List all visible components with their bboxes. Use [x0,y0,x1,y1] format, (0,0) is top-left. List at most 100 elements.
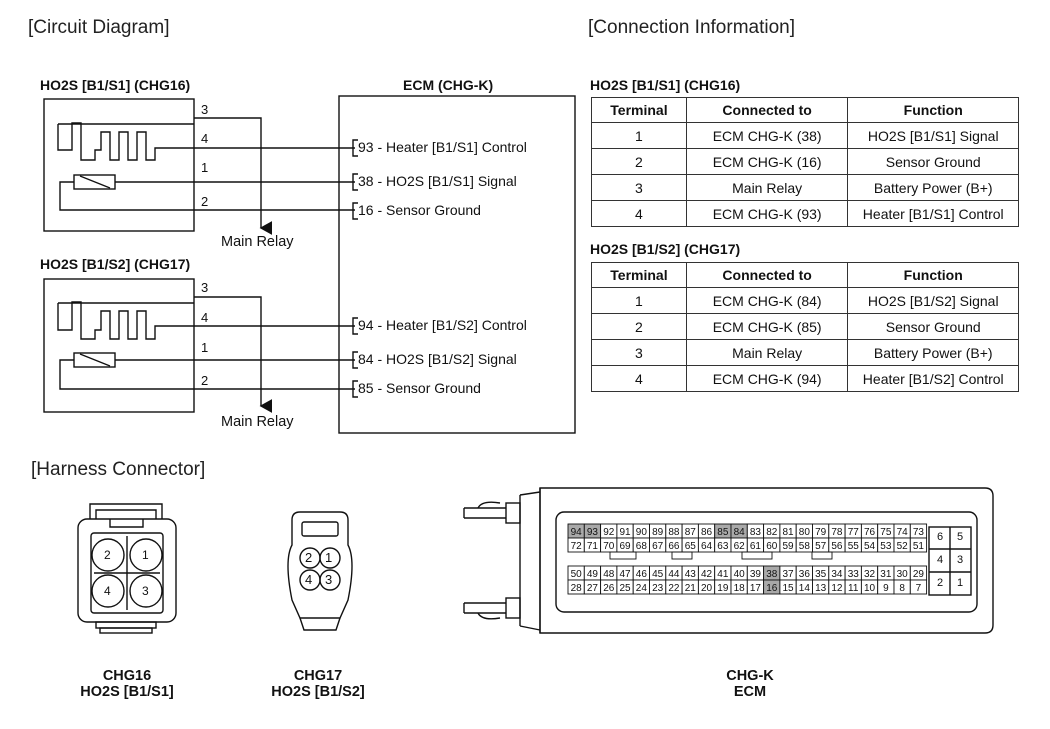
s2-pin-4: 4 [201,310,209,325]
connected-to-cell: ECM CHG-K (85) [685,313,849,340]
chgk-pin-label: 16 [766,583,778,594]
chgk-pin-label: 75 [880,527,892,538]
chgk-pin-label: 86 [701,527,713,538]
chgk-pin-label: 11 [848,583,859,594]
ecm-pin-84: 84 - HO2S [B1/S2] Signal [358,351,517,367]
chgk-pin-label: 40 [734,569,746,580]
chgk-pin-label: 44 [668,569,680,580]
table-header-row: Terminal Connected to Function [591,97,1019,123]
chgk-pin-label: 84 [734,527,746,538]
chgk-pin-label: 61 [750,541,762,552]
chg16-pin-1: 1 [142,548,149,562]
ecm-pin-85: 85 - Sensor Ground [358,380,481,396]
chgk-pin-label: 73 [913,527,925,538]
chg17-pin-1: 1 [325,550,333,565]
chgk-pin-label: 34 [831,569,843,580]
chgk-pin-cell [909,579,928,595]
chgk-pin-label: 65 [685,541,697,552]
chgk-pin-label: 38 [766,569,778,580]
chgk-pin-label: 41 [717,569,729,580]
main-relay-label-2: Main Relay [221,414,294,430]
ecm-title: ECM (CHG-K) [403,77,494,93]
chgk-pin-1: 1 [957,577,964,589]
chgk-pin-label: 94 [571,527,583,538]
chgk-connector [463,487,994,634]
sensor1-box [43,98,195,232]
chgk-pin-label: 81 [782,527,794,538]
chgk-pin-label: 14 [799,583,811,594]
sensor2-box [43,278,195,413]
chgk-pin-label: 76 [864,527,876,538]
s2-pin-1: 1 [201,340,209,355]
chgk-pin-label: 80 [799,527,811,538]
s1-pin-2: 2 [201,194,209,209]
header-terminal: Terminal [591,262,687,288]
chgk-pin-label: 23 [652,583,664,594]
chgk-pin-label: 12 [831,583,843,594]
connection-information-title: [Connection Information] [588,17,796,38]
chgk-pin-label: 52 [897,541,909,552]
function-cell: Sensor Ground [847,313,1019,340]
chgk-pin-label: 8 [899,583,905,594]
chgk-pin-label: 30 [897,569,909,580]
chgk-pin-label: 66 [668,541,680,552]
chg17-pin-2: 2 [305,550,313,565]
chgk-pin-label: 56 [831,541,843,552]
chgk-pin-label: 27 [587,583,599,594]
connected-to-cell: ECM CHG-K (94) [685,365,849,392]
chgk-pin-label: 71 [587,541,599,552]
chgk-pin-label: 72 [571,541,583,552]
chgk-pin-label: 51 [913,541,925,552]
chgk-pin-label: 13 [815,583,827,594]
chgk-pin-5: 5 [957,531,964,543]
chgk-pin-3: 3 [957,554,964,566]
chg16-pin-2: 2 [104,548,111,562]
connected-to-cell: ECM CHG-K (16) [685,148,849,175]
ecm-pin-38: 38 - HO2S [B1/S1] Signal [358,173,517,189]
s1-pin-1: 1 [201,160,209,175]
chgk-pin-label: 63 [717,541,729,552]
s1-pin-3: 3 [201,102,209,117]
chgk-pin-label: 45 [652,569,664,580]
sensor1-title: HO2S [B1/S1] (CHG16) [40,77,191,93]
chgk-pin-label: 32 [864,569,876,580]
chgk-pin-4: 4 [937,554,944,566]
terminal-cell: 1 [591,287,687,314]
chg16-connector [77,503,177,634]
chgk-pin-label: 54 [864,541,876,552]
chgk-pin-label: 89 [652,527,664,538]
ecm-pin-93: 93 - Heater [B1/S1] Control [358,139,527,155]
chgk-pin-label: 88 [668,527,680,538]
header-function: Function [847,97,1019,123]
chgk-pin-label: 15 [782,583,794,594]
chgk-key-tab [741,551,773,560]
chgk-pin-label: 48 [603,569,615,580]
ecm-box [338,95,576,434]
chgk-pin-label: 67 [652,541,664,552]
ecm-pin-16: 16 - Sensor Ground [358,202,481,218]
chg16-pin-3: 3 [142,584,149,598]
chgk-pin-label: 22 [668,583,680,594]
chgk-pin-label: 53 [880,541,892,552]
chgk-key-tab [671,551,693,560]
chgk-pin-label: 83 [750,527,762,538]
chg17-pin-3: 3 [325,572,333,587]
chgk-pin-label: 87 [685,527,697,538]
table2-title: HO2S [B1/S2] (CHG17) [590,241,741,257]
function-cell: Battery Power (B+) [847,339,1019,366]
chgk-pin-label: 7 [916,583,922,594]
chgk-pin-label: 18 [734,583,746,594]
chgk-pin-label: 92 [603,527,615,538]
chgk-pin-6: 6 [937,531,944,543]
s1-pin-4: 4 [201,131,209,146]
chgk-pin-label: 58 [799,541,811,552]
